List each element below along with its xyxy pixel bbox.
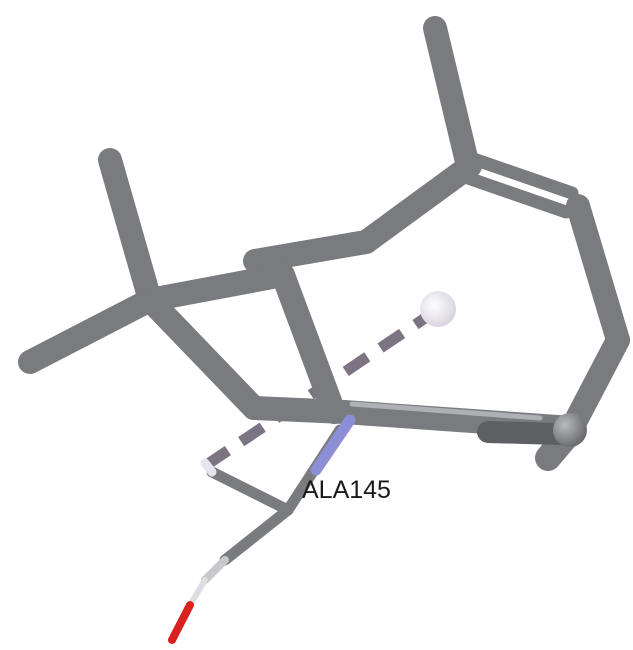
bond-front-tip — [477, 421, 571, 445]
bond-ca-to-c — [219, 504, 294, 566]
bond-front-lower — [242, 396, 356, 424]
bond-c-methyl-top — [423, 16, 480, 178]
bond-c-to-o-mid — [187, 577, 208, 608]
bond-ca-to-side — [206, 466, 294, 516]
tert-butyl-group — [18, 148, 295, 420]
bond-tbu-left — [18, 288, 162, 374]
ala145-residue — [168, 414, 356, 644]
bond-tbu-right — [138, 263, 295, 312]
bond-ring-right — [566, 194, 630, 352]
bond-c-to-o-grey — [201, 556, 229, 584]
bond-nitrogen-segment — [310, 414, 356, 476]
carbon-atom-right[interactable] — [553, 413, 587, 447]
bond-tbu-down — [138, 288, 266, 420]
bond-c-front-vert — [271, 263, 346, 424]
bond-ring-lower-right — [560, 328, 630, 440]
bond-double-a — [461, 150, 579, 200]
bond-double-b — [461, 171, 573, 219]
bond-side-h — [200, 458, 217, 477]
bond-ring-top — [354, 154, 482, 254]
residue-label: ALA145 — [302, 476, 391, 504]
bond-tbu-up — [98, 148, 162, 312]
bond-front-highlight — [349, 401, 543, 421]
bond-oxygen — [168, 601, 194, 644]
bond-ring-left — [243, 230, 378, 273]
front-bonds — [242, 263, 584, 445]
hydrogen-atom[interactable] — [420, 291, 456, 327]
